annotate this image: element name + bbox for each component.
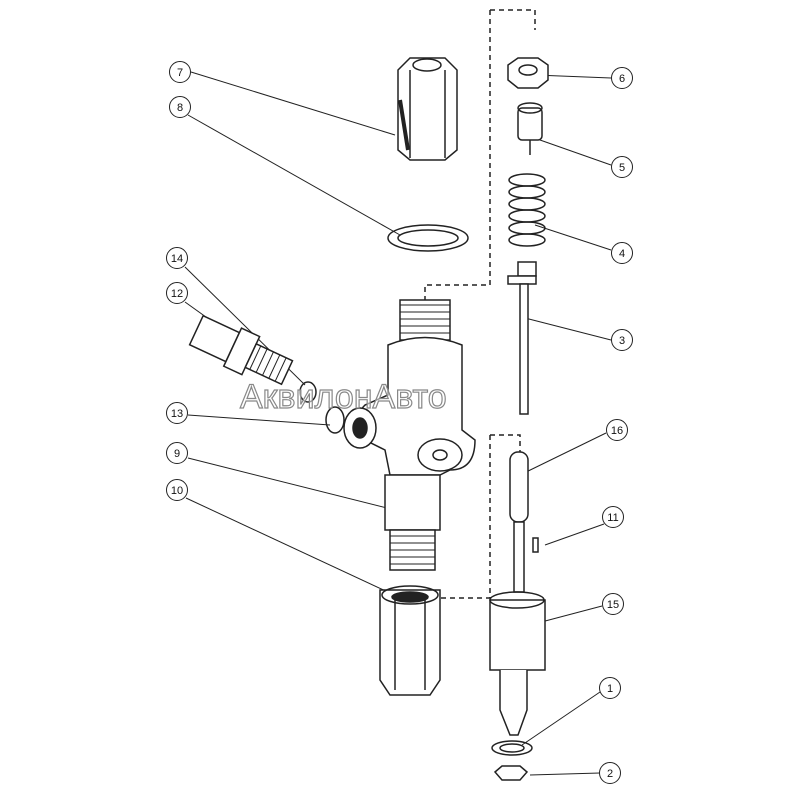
part-8-washer [387,224,469,252]
callout-10: 10 [166,479,188,501]
callout-7: 7 [169,61,191,83]
callout-16: 16 [606,419,628,441]
assembly-line-top [424,9,536,300]
part-4-spring [508,173,546,247]
callout-4: 4 [611,242,633,264]
part-5-spring-seat [517,102,543,155]
callout-8: 8 [169,96,191,118]
part-7-cap-nut [397,57,458,161]
callout-2: 2 [599,762,621,784]
part-3-pushrod [507,261,537,415]
part-11-pin [532,537,539,553]
callout-1: 1 [599,677,621,699]
part-13-washer [325,406,345,434]
callout-11: 11 [602,506,624,528]
callout-5: 5 [611,156,633,178]
injector-body [343,299,476,571]
callout-13: 13 [166,402,188,424]
callout-6: 6 [611,67,633,89]
callout-9: 9 [166,442,188,464]
part-14-washer [299,381,317,403]
part-6-nut [507,57,549,89]
part-1-washer [491,740,533,756]
part-10-nozzle-nut [379,585,441,696]
part-12-fitting [188,314,294,386]
callout-15: 15 [602,593,624,615]
part-16-needle [509,451,529,593]
callout-12: 12 [166,282,188,304]
callout-14: 14 [166,247,188,269]
part-2-nut [493,765,529,781]
watermark: АквилонАвто [239,377,447,416]
part-15-nozzle [489,591,546,736]
callout-3: 3 [611,329,633,351]
